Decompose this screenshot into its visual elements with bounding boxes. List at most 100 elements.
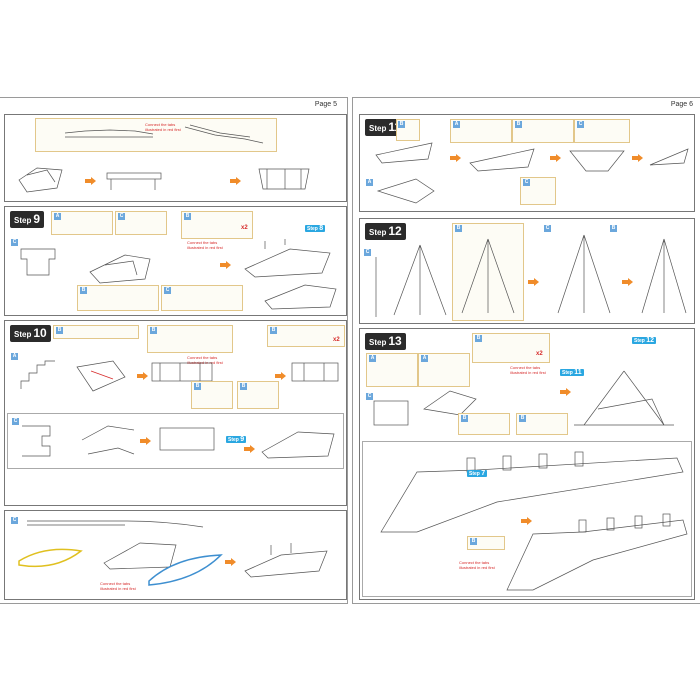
mast-assembly-drawing bbox=[557, 234, 611, 314]
part-tag-b: B bbox=[240, 383, 247, 390]
assembly-drawing bbox=[258, 168, 310, 190]
sub-panel-final-assembly: Step 7 B Connect the tabs illustrated in… bbox=[362, 441, 692, 597]
part-tag-c: C bbox=[12, 418, 19, 425]
deck-part-drawing bbox=[376, 178, 435, 204]
connect-tabs-note: Connect the tabs illustrated in red firs… bbox=[100, 581, 136, 591]
part-tag-b: B bbox=[519, 415, 526, 422]
hull-part-drawing bbox=[64, 129, 154, 138]
direction-arrow bbox=[225, 558, 236, 566]
direction-arrow bbox=[230, 177, 241, 185]
part-drawing bbox=[373, 400, 409, 426]
part-tag-b: B bbox=[270, 327, 277, 334]
part-tag-b: B bbox=[475, 335, 482, 342]
sub-panel-step-10-b: C Step 9 bbox=[7, 413, 344, 469]
part-box bbox=[472, 333, 550, 363]
panel-step-10-continued: C Connect the tabs illustrated in red fi… bbox=[4, 510, 347, 600]
bow-assembly-drawing bbox=[574, 370, 674, 426]
direction-arrow bbox=[560, 388, 571, 396]
connect-tabs-note: Connect the tabs illustrated in red firs… bbox=[187, 355, 223, 365]
part-box bbox=[450, 119, 512, 143]
part-tag-c: C bbox=[11, 239, 18, 246]
step-12-reference: Step 12 bbox=[632, 337, 657, 344]
part-tag-a: A bbox=[11, 353, 18, 360]
part-tag-b: B bbox=[515, 121, 522, 128]
part-box bbox=[147, 325, 233, 353]
direction-arrow bbox=[275, 372, 286, 380]
part-box bbox=[51, 211, 113, 235]
connect-tabs-note: Connect the tabs illustrated in red firs… bbox=[510, 365, 546, 375]
part-drawing bbox=[20, 248, 56, 276]
ship-final-assembly-drawing bbox=[506, 513, 688, 591]
direction-arrow bbox=[220, 261, 231, 269]
assembly-drawing bbox=[469, 148, 535, 172]
part-box bbox=[161, 285, 243, 311]
assembly-drawing bbox=[569, 150, 625, 172]
part-tag-c: C bbox=[523, 179, 530, 186]
assembly-drawing bbox=[291, 362, 339, 382]
part-drawing bbox=[22, 425, 51, 457]
part-box bbox=[53, 325, 139, 339]
part-tag-b: B bbox=[150, 327, 157, 334]
assembly-drawing bbox=[261, 431, 335, 459]
direction-arrow bbox=[244, 445, 255, 453]
part-tag-a: A bbox=[366, 179, 373, 186]
step-9-reference: Step 9 bbox=[226, 436, 247, 443]
direction-arrow bbox=[632, 154, 643, 162]
part-tag-b: B bbox=[80, 287, 87, 294]
direction-arrow bbox=[140, 437, 151, 445]
part-tag-c: C bbox=[11, 517, 18, 524]
direction-arrow bbox=[622, 278, 633, 286]
part-tag-b: B bbox=[194, 383, 201, 390]
mast-assembly-drawing bbox=[641, 238, 687, 314]
assembly-drawing bbox=[159, 427, 215, 451]
part-tag-b: B bbox=[455, 225, 462, 232]
part-box bbox=[77, 285, 159, 311]
part-tag-b: B bbox=[398, 121, 405, 128]
assembly-drawing bbox=[151, 362, 213, 382]
part-tag-a: A bbox=[421, 355, 428, 362]
connect-tabs-note: Connect the tabs illustrated in red firs… bbox=[459, 560, 495, 570]
part-tag-b: B bbox=[461, 415, 468, 422]
bow-part-drawing bbox=[375, 142, 433, 164]
mast-assembly-drawing bbox=[461, 238, 515, 314]
part-box bbox=[267, 325, 345, 347]
part-tag-c: C bbox=[364, 249, 371, 256]
connect-tabs-note: Connect the tabs illustrated in red firs… bbox=[187, 240, 223, 250]
part-tag-b: B bbox=[470, 538, 477, 545]
direction-arrow bbox=[137, 372, 148, 380]
step-7-reference: Step 7 bbox=[467, 470, 488, 477]
quantity-multiplier: x2 bbox=[333, 337, 340, 343]
part-tag-c: C bbox=[544, 225, 551, 232]
hull-side-drawing bbox=[18, 548, 83, 568]
part-tag-c: C bbox=[164, 287, 171, 294]
assembly-drawing bbox=[244, 543, 328, 578]
assembly-drawing bbox=[423, 390, 477, 416]
part-box bbox=[512, 119, 574, 143]
part-tag-b: B bbox=[184, 213, 191, 220]
direction-arrow bbox=[521, 517, 532, 525]
part-box bbox=[181, 211, 253, 239]
keel-part-drawing bbox=[27, 520, 204, 528]
assembly-drawing bbox=[649, 148, 689, 166]
part-tag-c: C bbox=[366, 393, 373, 400]
mast-part-drawing bbox=[375, 257, 377, 317]
assembly-drawing bbox=[103, 542, 177, 570]
part-tag-a: A bbox=[369, 355, 376, 362]
part-tag-b: B bbox=[610, 225, 617, 232]
part-drawing bbox=[81, 425, 135, 455]
step-11-reference: Step 11 bbox=[560, 369, 584, 376]
quantity-multiplier: x2 bbox=[241, 225, 248, 231]
direction-arrow bbox=[550, 154, 561, 162]
page-number-label: Page 6 bbox=[670, 101, 693, 108]
assembly-drawing bbox=[89, 254, 151, 284]
direction-arrow bbox=[450, 154, 461, 162]
deck-part-drawing bbox=[184, 124, 264, 144]
hull-assembly-drawing bbox=[148, 554, 223, 586]
